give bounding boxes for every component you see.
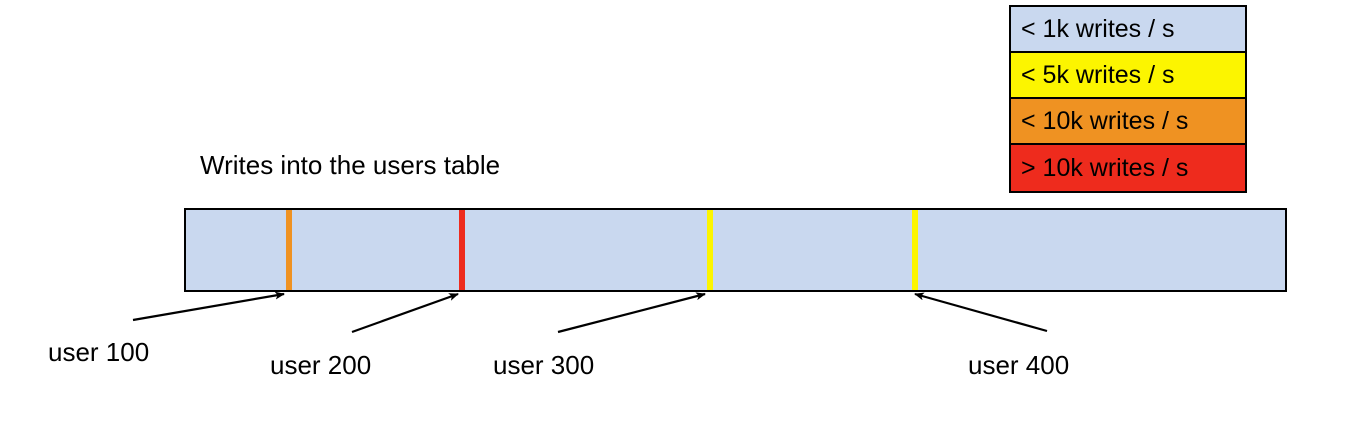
users-table-band	[184, 208, 1287, 292]
marker-user-400	[912, 210, 918, 290]
arrow-user-100	[132, 291, 285, 322]
arrow-user-400	[914, 292, 1048, 333]
marker-user-300	[707, 210, 713, 290]
label-user-200: user 200	[270, 350, 372, 380]
legend-row-gt-10k: > 10k writes / s	[1011, 145, 1245, 191]
legend-label-lt-10k: < 10k writes / s	[1021, 106, 1189, 135]
chart-title: Writes into the users table	[200, 150, 501, 180]
legend-row-lt-10k: < 10k writes / s	[1011, 99, 1245, 145]
legend-row-lt-5k: < 5k writes / s	[1011, 53, 1245, 99]
legend: < 1k writes / s < 5k writes / s < 10k wr…	[1009, 5, 1247, 193]
arrow-user-300	[557, 292, 706, 334]
legend-label-lt-5k: < 5k writes / s	[1021, 60, 1175, 89]
marker-user-200	[459, 210, 465, 290]
label-user-100: user 100	[48, 337, 150, 367]
legend-label-lt-1k: < 1k writes / s	[1021, 14, 1175, 43]
label-user-300: user 300	[493, 350, 595, 380]
legend-row-lt-1k: < 1k writes / s	[1011, 7, 1245, 53]
label-user-400: user 400	[968, 350, 1070, 380]
arrow-user-200	[351, 292, 459, 334]
legend-label-gt-10k: > 10k writes / s	[1021, 153, 1189, 182]
marker-user-100	[286, 210, 292, 290]
